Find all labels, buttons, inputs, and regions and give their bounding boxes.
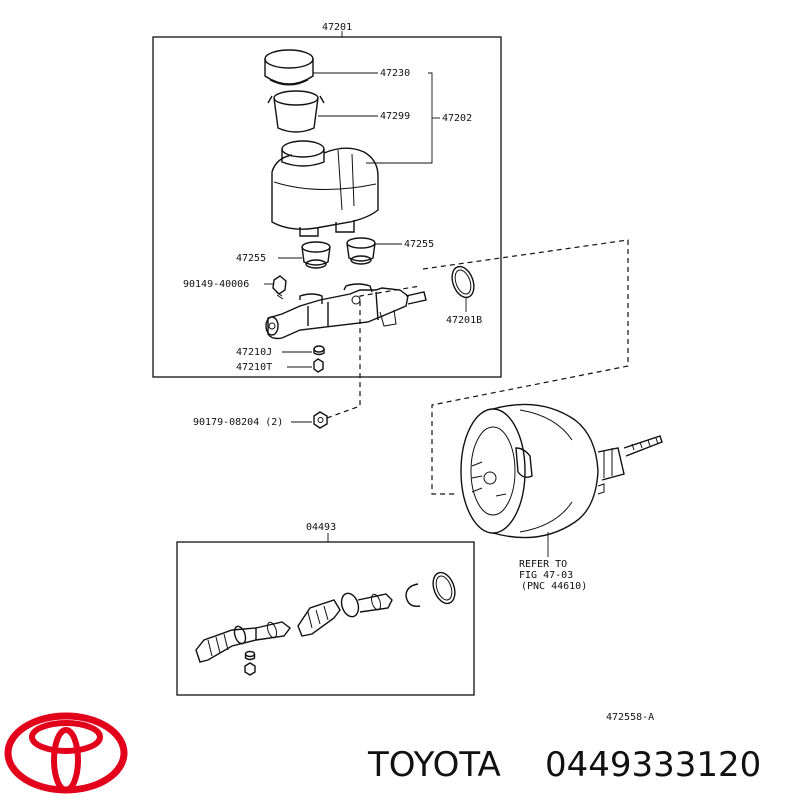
brand-name: TOYOTA (367, 745, 501, 785)
grommet-left (301, 241, 331, 269)
label-47230: 47230 (380, 68, 410, 79)
reservoir-cap (264, 49, 314, 86)
kit-o-ring (432, 571, 456, 605)
grommet-right (346, 237, 376, 265)
label-90149-40006: 90149-40006 (183, 279, 249, 290)
label-47299: 47299 (380, 111, 410, 122)
bolt (272, 275, 287, 300)
o-ring-inner (454, 269, 472, 295)
repair-kit-frame (176, 541, 475, 696)
master-cylinder-body (265, 283, 427, 340)
label-47210T: 47210T (236, 362, 272, 373)
primary-piston (297, 592, 393, 637)
label-90179-08204: 90179-08204 (2) (193, 417, 283, 428)
figure-code: 472558-A (606, 712, 654, 723)
kit-plug (244, 650, 256, 661)
refer-line-2: FIG 47-03 (519, 570, 573, 581)
reservoir-body (271, 140, 379, 237)
refer-line-1: REFER TO (519, 559, 567, 570)
strainer (267, 90, 325, 133)
toyota-logo-icon (4, 712, 128, 794)
plug-t (313, 358, 324, 373)
booster-connection-outline (422, 239, 629, 495)
label-47255-right: 47255 (404, 239, 434, 250)
label-47201B: 47201B (446, 315, 482, 326)
label-47201: 47201 (322, 22, 352, 33)
refer-line-3: (PNC 44610) (521, 581, 587, 592)
label-47210J: 47210J (236, 347, 272, 358)
kit-nut (244, 662, 256, 676)
part-number: 0449333120 (545, 745, 761, 785)
o-ring (451, 265, 475, 299)
brake-booster (460, 403, 663, 539)
master-cylinder-assembly-frame (152, 36, 502, 378)
label-47202: 47202 (442, 113, 472, 124)
plug-j (313, 345, 325, 356)
kit-o-ring-inner (435, 575, 453, 601)
secondary-piston (195, 621, 291, 663)
snap-ring (405, 583, 421, 607)
label-04493: 04493 (306, 522, 336, 533)
nut-to-cylinder-dashed (326, 285, 421, 419)
nut (313, 411, 328, 429)
label-47255-left: 47255 (236, 253, 266, 264)
